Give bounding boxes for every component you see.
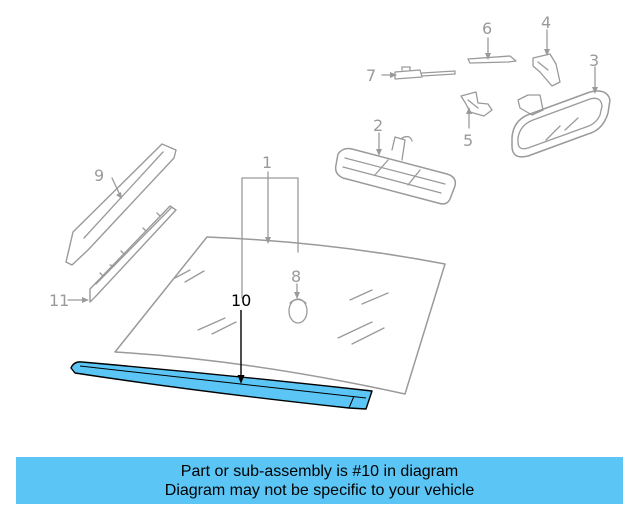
- highlighted-part-10: [70, 361, 373, 410]
- bracket-part: [460, 91, 493, 117]
- auto-dim-mirror-part: [511, 90, 611, 158]
- windshield-part: [114, 236, 446, 395]
- callout-5: 5: [463, 131, 473, 150]
- cover-part: [467, 55, 517, 64]
- callout-11: 11: [49, 291, 69, 310]
- garnish-molding-part: [89, 205, 177, 303]
- leader-10: [237, 310, 245, 384]
- callout-2: 2: [373, 116, 383, 135]
- callout-6: 6: [482, 19, 492, 38]
- inside-mirror-part: [334, 135, 457, 205]
- parts-diagram: 1 2 3 4 5 6 7 8 9 10 11: [49, 13, 611, 410]
- mirror-mount-part: [532, 53, 561, 87]
- callout-8: 8: [291, 267, 301, 286]
- callout-3: 3: [589, 51, 599, 70]
- pillar-molding-part: [65, 143, 177, 266]
- wire-harness-part: [394, 66, 456, 80]
- sensor-part: [288, 298, 308, 324]
- callout-9: 9: [94, 166, 104, 185]
- callout-10: 10: [231, 291, 251, 310]
- callout-1: 1: [262, 153, 272, 172]
- leader-lines: [67, 29, 596, 301]
- callout-4: 4: [541, 13, 551, 32]
- info-banner: Part or sub-assembly is #10 in diagram D…: [16, 457, 623, 504]
- banner-line-2: Diagram may not be specific to your vehi…: [164, 482, 475, 499]
- callout-7: 7: [366, 66, 376, 85]
- banner-line-1: Part or sub-assembly is #10 in diagram: [180, 463, 459, 480]
